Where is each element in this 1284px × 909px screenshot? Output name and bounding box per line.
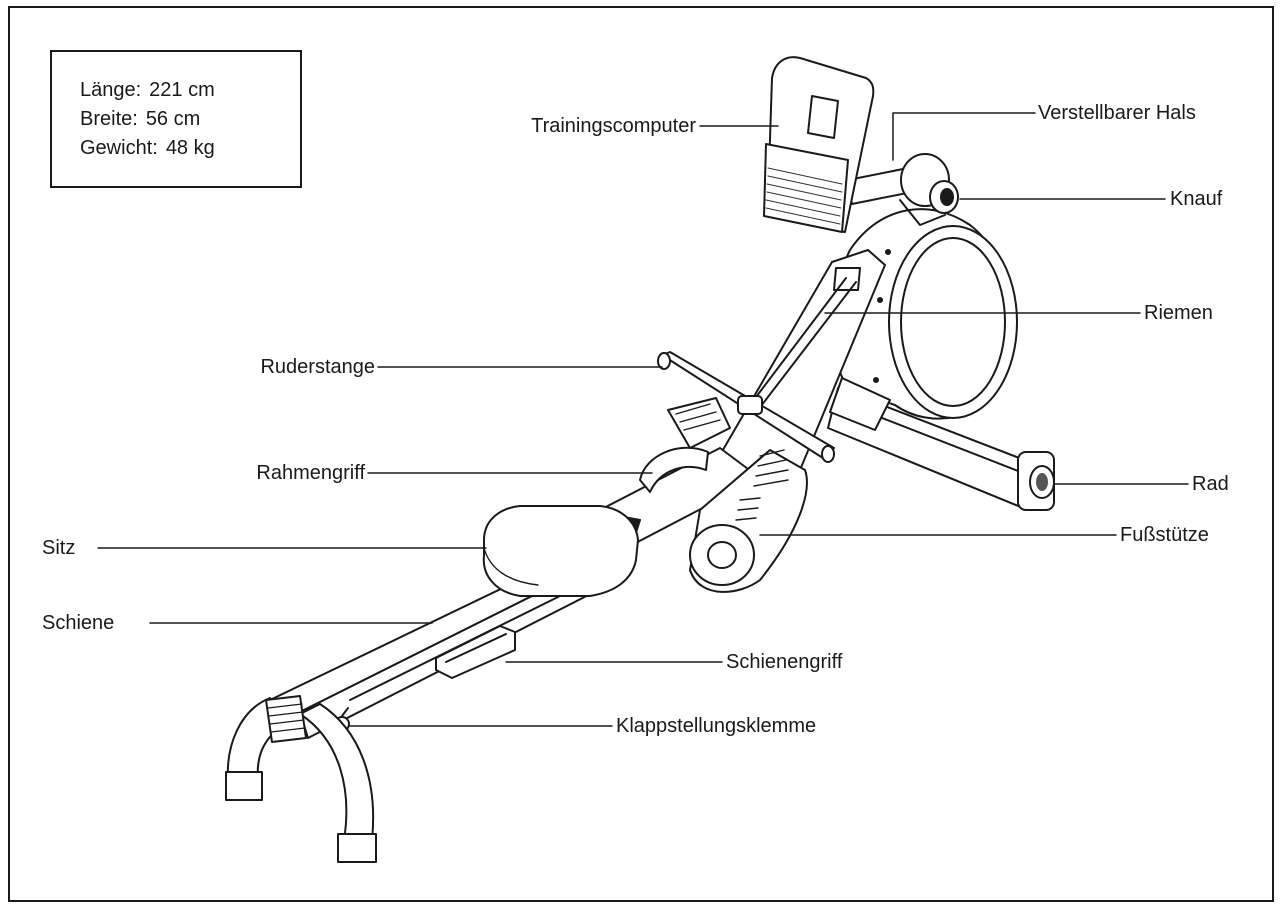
spec-length-value: 221 cm <box>149 79 215 101</box>
label-verstellbarer-hals: Verstellbarer Hals <box>1038 102 1196 124</box>
flywheel-housing <box>829 208 1018 431</box>
knob <box>929 180 959 214</box>
label-sitz: Sitz <box>42 537 76 559</box>
label-riemen: Riemen <box>1144 302 1213 324</box>
label-trainingscomputer: Trainingscomputer <box>531 115 696 137</box>
spec-weight-value: 48 kg <box>165 137 215 159</box>
training-computer <box>763 56 875 233</box>
label-fussstuetze: Fußstütze <box>1120 524 1209 546</box>
specs-box: Länge: 221 cm Breite: 56 cm Gewicht: 48 kg <box>50 50 302 188</box>
label-ruderstange: Ruderstange <box>260 356 375 378</box>
strap <box>749 267 861 411</box>
frame-handle <box>639 446 709 493</box>
wheel <box>1017 451 1055 511</box>
label-schienengriff: Schienengriff <box>726 651 843 673</box>
front-leg <box>225 695 377 863</box>
label-knauf: Knauf <box>1170 188 1223 210</box>
leader-verstellbarer-hals <box>892 112 1036 161</box>
label-rad: Rad <box>1192 473 1229 495</box>
label-rahmengriff: Rahmengriff <box>256 462 365 484</box>
rowing-bar <box>657 351 835 463</box>
seat <box>482 505 639 597</box>
label-klappstellungsklemme: Klappstellungsklemme <box>616 715 817 737</box>
spec-width: Breite: 56 cm <box>80 105 300 134</box>
footrest-left <box>667 397 731 449</box>
spec-length: Länge: 221 cm <box>80 76 300 105</box>
spec-width-label: Breite: <box>80 108 138 130</box>
label-schiene: Schiene <box>42 612 115 634</box>
spec-width-value: 56 cm <box>145 108 201 130</box>
spec-weight-label: Gewicht: <box>80 137 158 159</box>
footrest-right <box>689 449 808 593</box>
diagram-frame <box>8 6 1274 902</box>
rail-handle <box>435 625 516 679</box>
leader-lines <box>97 112 1189 727</box>
spec-weight: Gewicht: 48 kg <box>80 134 300 163</box>
spec-length-label: Länge: <box>80 79 142 101</box>
